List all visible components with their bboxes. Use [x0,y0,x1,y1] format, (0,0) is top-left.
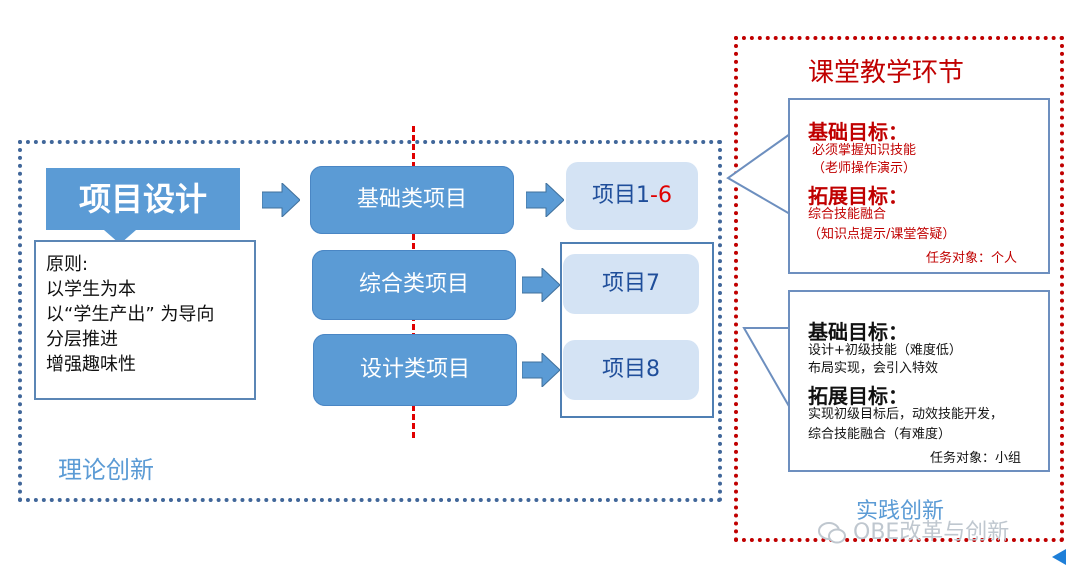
callout-pointer [726,132,791,216]
comprehensive-category-box: 综合类项目 [312,250,516,320]
practice-innovation-frame [734,36,1064,542]
right-arrow-icon [262,183,300,217]
design-category-box: 设计类项目 [313,334,517,406]
project-8-box: 项目8 [563,340,699,400]
project-group-frame [560,242,714,418]
principle-line: 以“学生产出” 为导向 [46,304,215,325]
group-goals-callout: 基础目标： 设计+初级技能（难度低） 布局实现，会引入特效 拓展目标： 实现初级… [788,290,1050,472]
extended-goal-line: 综合技能融合（有难度） [808,427,952,442]
principle-line: 原则: [46,254,89,275]
extended-goal-heading: 拓展目标： [808,384,908,408]
project-7-box: 项目7 [563,254,699,314]
basic-goal-line: 设计+初级技能（难度低） [808,343,962,358]
project-1-6-box: 项目1-6 [566,162,698,230]
task-target-label: 任务对象：小组 [930,451,1022,466]
project-1-label: 项目1 [592,183,651,208]
classroom-teaching-title: 课堂教学环节 [808,58,965,88]
principle-line: 分层推进 [46,329,118,350]
basic-goal-line: （老师操作演示） [812,161,917,176]
basic-category-box: 基础类项目 [310,166,514,234]
basic-goal-heading: 基础目标： [808,320,908,344]
basic-goal-line: 布局实现，会引入特效 [808,361,939,376]
wechat-icon [818,522,846,544]
individual-goals-callout: 基础目标： 必须掌握知识技能 （老师操作演示） 拓展目标： 综合技能融合 （知识… [788,98,1050,274]
wechat-watermark: OBE改革与创新 [818,514,1009,546]
extended-goal-line: （知识点提示/课堂答疑） [808,227,956,242]
principle-line: 以学生为本 [46,279,136,300]
extended-goal-line: 实现初级目标后，动效技能开发， [808,407,1004,422]
extended-goal-line: 综合技能融合 [808,207,887,222]
project-range-suffix: -6 [650,183,672,208]
right-arrow-icon [522,268,560,302]
basic-goal-line: 必须掌握知识技能 [812,143,917,158]
watermark-text: OBE改革与创新 [853,520,1010,545]
extended-goal-heading: 拓展目标： [808,184,908,208]
task-target-label: 任务对象：个人 [926,251,1018,266]
theory-innovation-frame [18,140,722,502]
theory-innovation-label: 理论创新 [58,456,154,484]
callout-pointer [742,327,791,412]
basic-goal-heading: 基础目标： [808,120,908,144]
right-arrow-icon [526,183,564,217]
principles-box: 原则: 以学生为本 以“学生产出” 为导向 分层推进 增强趣味性 [34,240,256,400]
principle-line: 增强趣味性 [46,354,136,375]
project-design-callout: 项目设计 [46,168,240,230]
nav-triangle-icon[interactable] [1052,549,1066,565]
right-arrow-icon [522,353,560,387]
practice-innovation-label: 实践创新 [856,499,945,524]
